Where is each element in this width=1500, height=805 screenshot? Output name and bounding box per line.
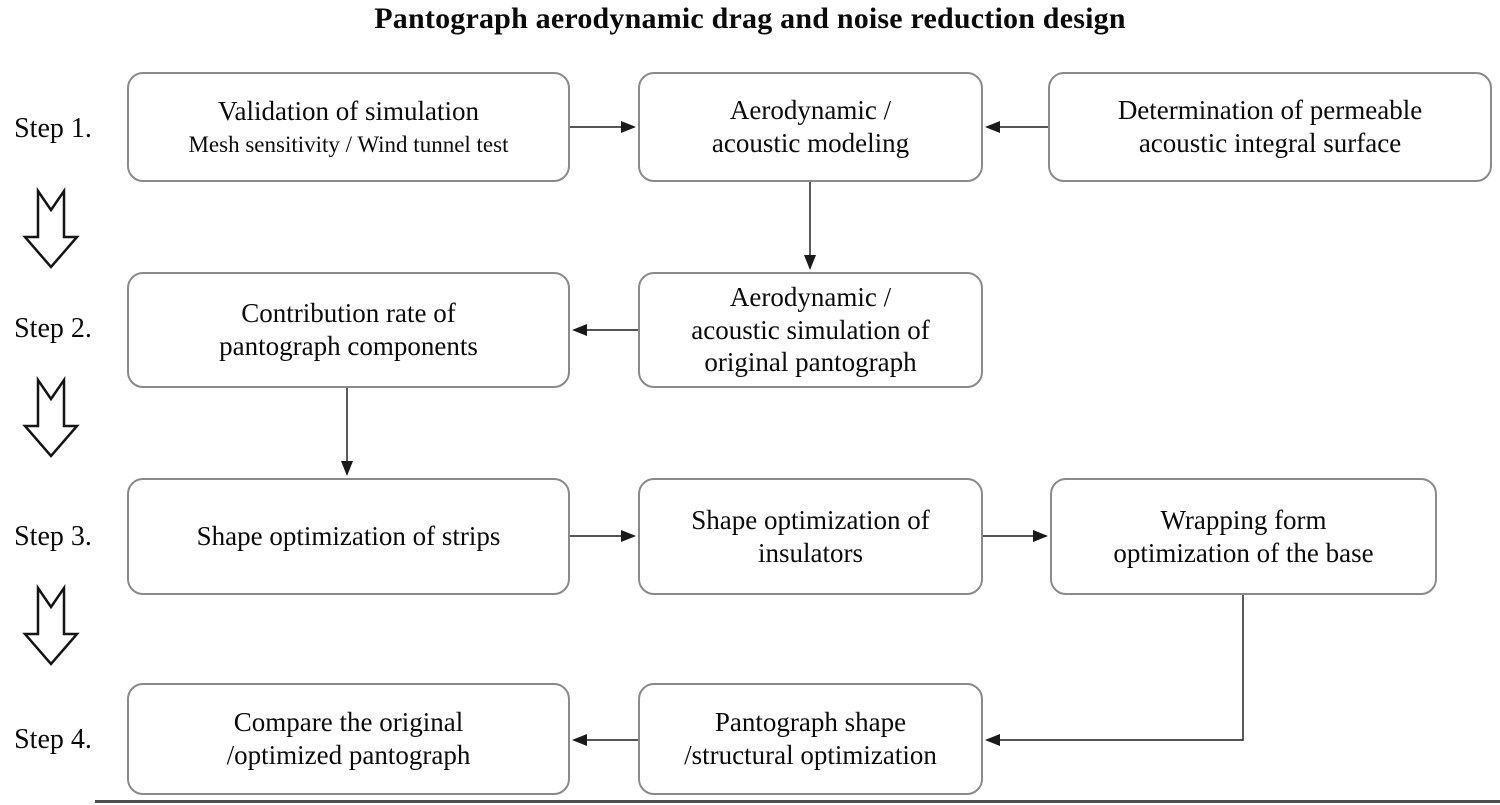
node-compare: Compare the original /optimized pantogra…: [127, 683, 570, 795]
node-validation-line1: Validation of simulation: [218, 96, 479, 126]
node-wrapping-line1: Wrapping form: [1160, 504, 1327, 535]
node-contribution: Contribution rate of pantograph componen…: [127, 272, 570, 388]
node-simulation-line2: acoustic simulation of: [691, 314, 930, 345]
node-modeling-line2: acoustic modeling: [711, 128, 910, 158]
node-surface: Determination of permeable acoustic inte…: [1048, 72, 1492, 182]
node-simulation: Aerodynamic / acoustic simulation of ori…: [638, 272, 983, 388]
step-1-label: Step 1.: [14, 113, 92, 144]
node-simulation-line3: original pantograph: [704, 347, 917, 378]
node-modeling-line1: Aerodynamic /: [729, 95, 892, 126]
node-shape: Pantograph shape /structural optimizatio…: [638, 683, 983, 795]
node-strips: Shape optimization of strips: [127, 478, 570, 595]
node-insulators: Shape optimization of insulators: [638, 478, 983, 595]
step-2-label: Step 2.: [14, 313, 92, 344]
step-3-label: Step 3.: [14, 521, 92, 552]
node-modeling: Aerodynamic / acoustic modeling: [638, 72, 983, 182]
node-insulators-line1: Shape optimization of: [691, 504, 930, 535]
step1-down-arrow-icon: [23, 189, 79, 269]
node-compare-line1: Compare the original: [233, 707, 464, 738]
figure-bottom-rule: [95, 800, 1500, 803]
step2-down-arrow-icon: [23, 378, 79, 458]
node-shape-line1: Pantograph shape: [714, 707, 907, 738]
diagram-title: Pantograph aerodynamic drag and noise re…: [374, 2, 1126, 35]
node-strips-line1: Shape optimization of strips: [196, 521, 501, 552]
node-contribution-line2: pantograph components: [219, 331, 478, 361]
node-compare-line2: /optimized pantograph: [226, 740, 471, 770]
step3-down-arrow-icon: [23, 586, 79, 666]
step-4-label: Step 4.: [14, 724, 92, 755]
connector-wrapping-to-shape: [985, 595, 1244, 746]
node-validation: Validation of simulation Mesh sensitivit…: [127, 72, 570, 182]
node-surface-line1: Determination of permeable: [1117, 95, 1423, 126]
node-validation-line2: Mesh sensitivity / Wind tunnel test: [188, 131, 509, 157]
node-shape-line2: /structural optimization: [684, 740, 937, 770]
node-wrapping-line2: optimization of the base: [1113, 537, 1374, 568]
node-surface-line2: acoustic integral surface: [1138, 128, 1402, 158]
node-insulators-line2: insulators: [758, 537, 863, 568]
node-contribution-line1: Contribution rate of: [241, 298, 456, 329]
node-wrapping: Wrapping form optimization of the base: [1050, 478, 1437, 595]
node-simulation-line1: Aerodynamic /: [729, 281, 892, 312]
